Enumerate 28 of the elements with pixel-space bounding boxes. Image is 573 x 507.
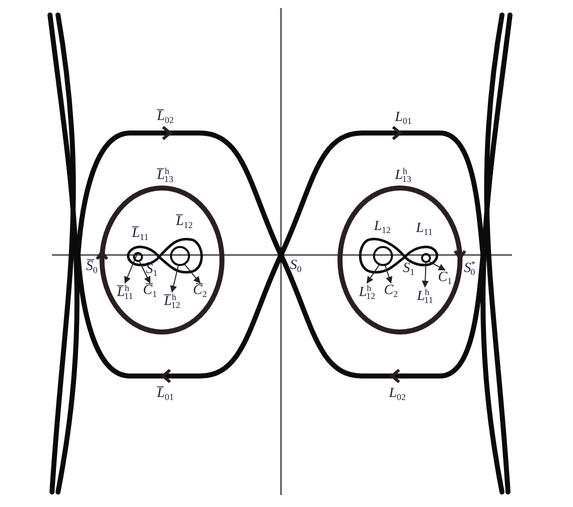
curve-label: C̅$_{1}$	[142, 283, 158, 300]
curve-label: S$_{0}$	[289, 258, 302, 275]
equilibrium-circle	[421, 253, 431, 263]
curve-label: L̅$_{11}$	[131, 226, 150, 243]
leader-line	[366, 264, 380, 284]
curve-label: S̅$_{0}$	[85, 259, 98, 276]
leader-line	[139, 261, 150, 284]
curve-label: L̅$_{02}$	[156, 109, 175, 126]
curve-label: C$_{2}$	[383, 283, 399, 300]
leader-line	[184, 264, 200, 284]
curve-label: S$_{1}$	[402, 261, 416, 278]
leader-line	[170, 265, 179, 293]
leader-line	[422, 262, 429, 288]
leader-line	[384, 265, 392, 284]
curve-label: C$_{1}$	[437, 270, 453, 287]
curve-label: L$_{11}$	[415, 221, 434, 238]
curve-label: L$_{12}$	[373, 219, 392, 236]
leader-line	[124, 252, 138, 284]
curve-label: L̅$_{01}$	[156, 386, 175, 403]
curve-label: L̅$_{12}$	[175, 214, 194, 231]
leader-line	[428, 261, 446, 270]
equilibrium-circle	[133, 252, 143, 262]
curve-label: S̅$_{1}$	[145, 262, 158, 279]
curve-label: L$_{01}$	[394, 110, 413, 127]
equilibrium-circle	[373, 246, 393, 266]
curve-label: L$_{02}$	[388, 386, 407, 403]
curve-label: C̅$_{2}$	[192, 283, 208, 300]
equilibrium-circle	[170, 246, 190, 266]
